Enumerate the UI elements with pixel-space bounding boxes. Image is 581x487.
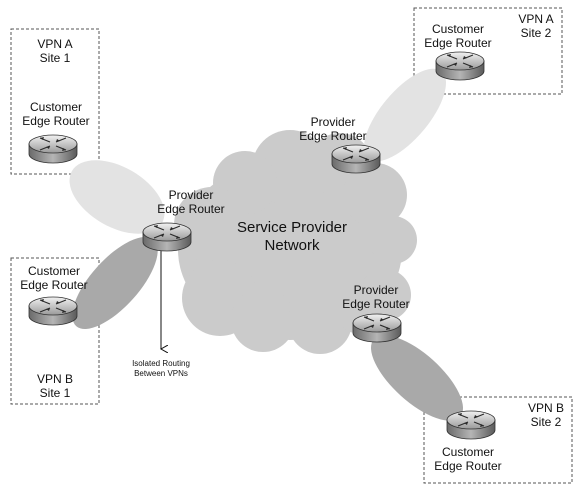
site-box-vpn-a-site-2 — [413, 7, 563, 95]
site-label-vpn-a-site-2: VPN A Site 2 — [518, 12, 554, 40]
cloud-label: Service Provider Network — [236, 219, 348, 254]
link-vpn-a-site-2 — [364, 68, 446, 162]
router-icon-ce-vpn-a-site-2 — [435, 51, 485, 81]
ce-label-vpn-b-site-1: Customer Edge Router — [20, 264, 88, 292]
ce-label-vpn-a-site-1: Customer Edge Router — [22, 100, 90, 128]
site-box-vpn-b-site-2 — [423, 396, 573, 484]
site-label-vpn-b-site-1: VPN B Site 1 — [36, 372, 73, 400]
link-vpn-b-site-2 — [371, 335, 463, 421]
ce-label-vpn-b-site-2: Customer Edge Router — [434, 445, 502, 473]
router-icon-ce-vpn-a-site-1 — [28, 134, 78, 164]
router-icon-pe-top — [331, 144, 381, 174]
router-icon-pe-left — [142, 222, 192, 252]
site-label-vpn-a-site-1: VPN A Site 1 — [37, 37, 73, 65]
ce-label-vpn-a-site-2: Customer Edge Router — [424, 22, 492, 50]
site-label-vpn-b-site-2: VPN B Site 2 — [527, 401, 564, 429]
pe-label-left: Provider Edge Router — [157, 188, 225, 216]
pe-label-top: Provider Edge Router — [299, 115, 367, 143]
router-icon-ce-vpn-b-site-1 — [28, 296, 78, 326]
site-box-vpn-a-site-1 — [10, 28, 100, 175]
router-icon-pe-bottom — [352, 313, 402, 343]
link-vpn-b-site-1 — [72, 237, 158, 329]
link-vpn-a-site-1 — [69, 160, 165, 234]
isolation-note: Isolated Routing Between VPNs — [132, 359, 190, 378]
router-icon-ce-vpn-b-site-2 — [446, 410, 496, 440]
site-box-vpn-b-site-1 — [10, 257, 100, 405]
pe-label-bottom: Provider Edge Router — [342, 283, 410, 311]
